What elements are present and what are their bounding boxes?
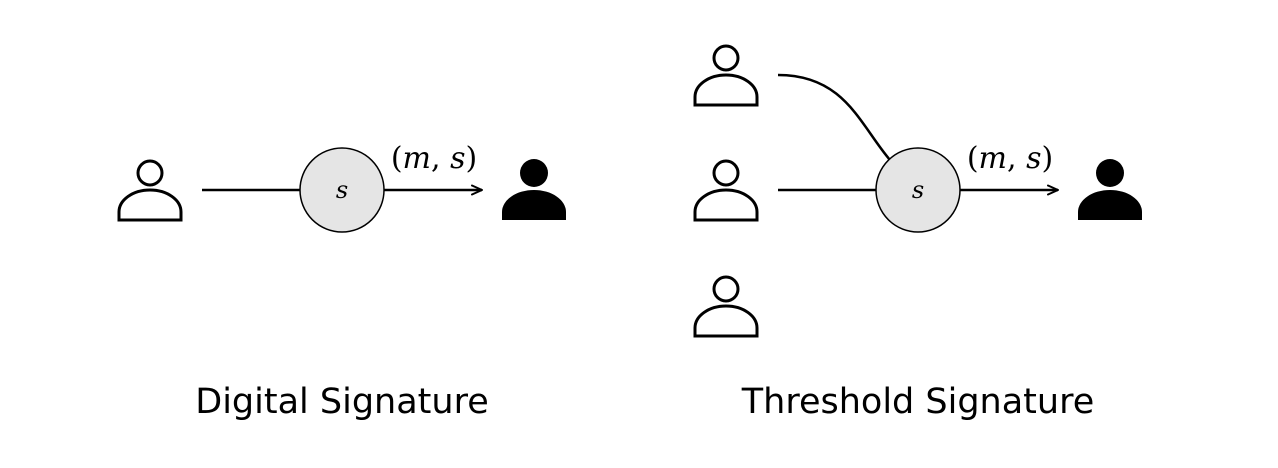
signer-icon — [693, 44, 759, 107]
recipient-icon — [1078, 159, 1142, 220]
threshold-signature-diagram: s (m, s) Threshold Signature — [693, 44, 1142, 422]
signer-icon — [117, 159, 183, 222]
signer-icon — [693, 275, 759, 338]
signature-node: s — [299, 147, 385, 233]
recipient-icon — [502, 159, 566, 220]
signature-node-label: s — [336, 176, 348, 204]
message-signature-label: (m, s) — [967, 141, 1053, 176]
signer-edge — [777, 73, 891, 161]
signature-node-label: s — [912, 176, 924, 204]
signer-icon — [693, 159, 759, 222]
message-signature-label: (m, s) — [391, 141, 477, 176]
digital-signature-diagram: s (m, s) Digital Signature — [117, 141, 566, 422]
threshold-signature-caption: Threshold Signature — [741, 382, 1094, 422]
digital-signature-caption: Digital Signature — [195, 382, 488, 422]
signature-node: s — [875, 147, 961, 233]
